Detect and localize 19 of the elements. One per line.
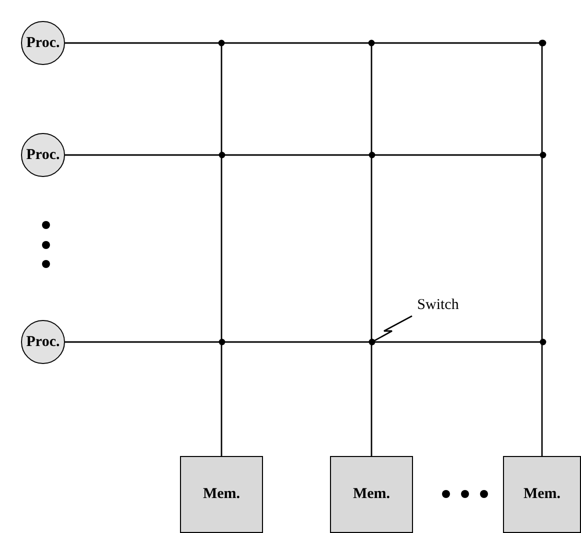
memory-box [503, 456, 581, 533]
memory-box [330, 456, 413, 533]
node-label: Proc. [26, 34, 60, 52]
node-label: Proc. [26, 334, 60, 350]
memory-box [180, 456, 263, 533]
bus-line [368, 40, 375, 456]
processor-circle [21, 133, 65, 177]
bus-line [65, 338, 546, 346]
node-label: Proc. [26, 146, 60, 164]
processor-circle [21, 320, 65, 364]
switch-label: Switch [417, 296, 459, 314]
node-label: Mem. [202, 486, 240, 503]
bus-line [538, 40, 546, 456]
bus-line [65, 152, 546, 158]
bus-line [218, 40, 225, 456]
processor-circle [21, 21, 65, 65]
node-label: Mem. [523, 486, 561, 503]
bus-line [65, 40, 546, 46]
node-label: Mem. [352, 486, 390, 503]
